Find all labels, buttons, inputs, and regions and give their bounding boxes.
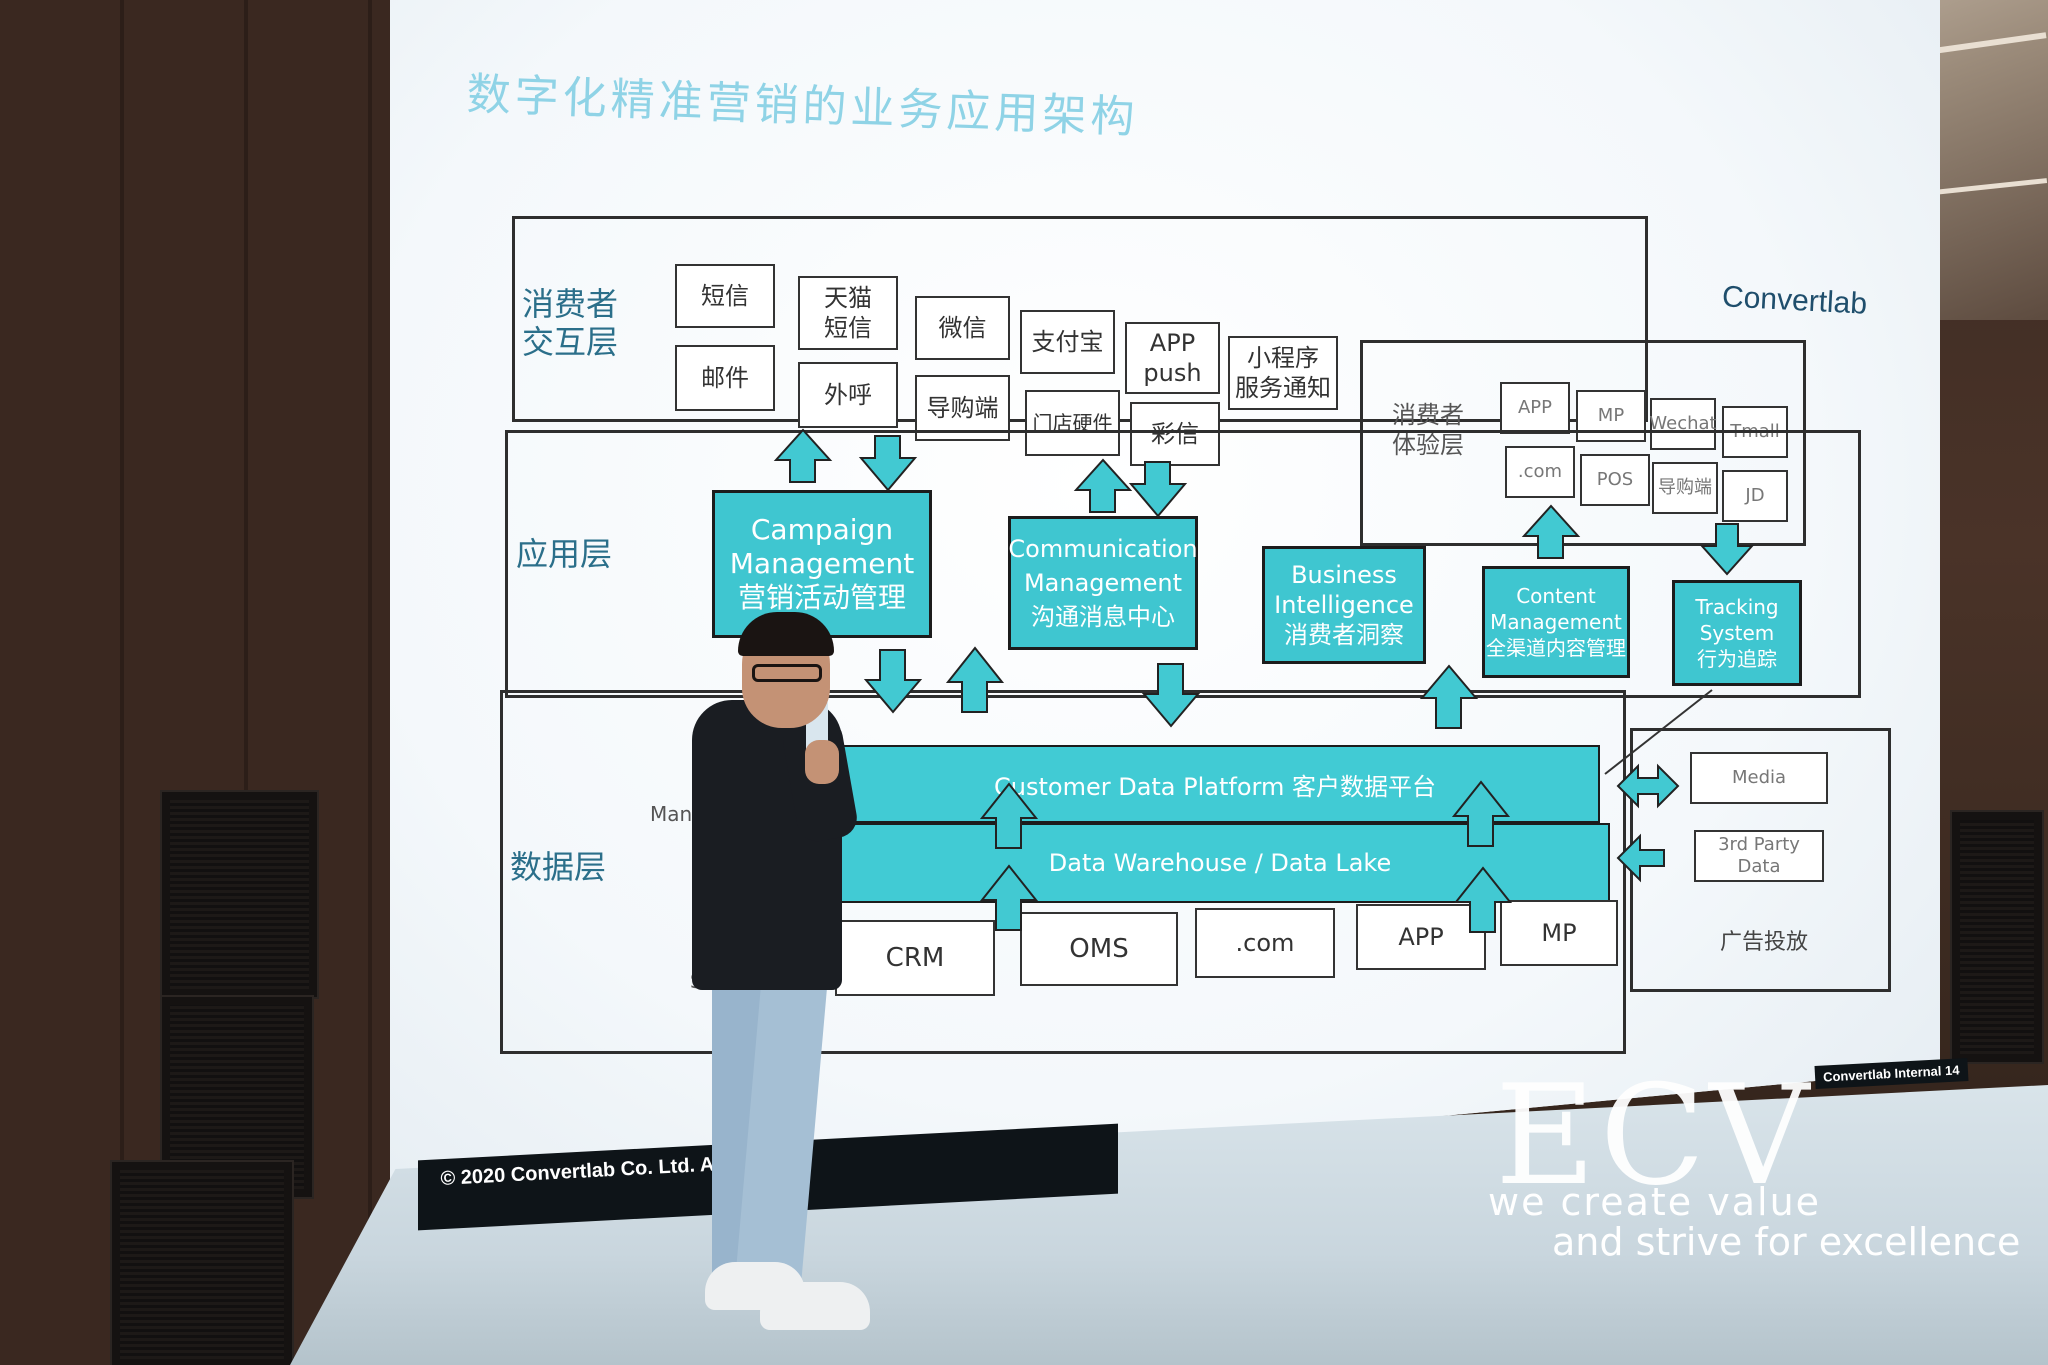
arrow-up-icon — [1453, 866, 1513, 933]
arrow-down-icon — [1141, 663, 1201, 728]
exp-app: APP — [1500, 382, 1570, 434]
presenter-glasses — [752, 664, 822, 682]
arrow-down-icon — [863, 649, 923, 714]
app-tracking-system: Tracking System 行为追踪 — [1672, 580, 1802, 686]
presenter-shoe-right — [760, 1282, 870, 1330]
arrow-up-icon — [945, 646, 1005, 713]
exp-jd: JD — [1722, 470, 1788, 522]
arrow-up-icon — [1521, 504, 1581, 559]
presenter-hand — [805, 740, 839, 784]
source-com: .com — [1195, 908, 1335, 978]
exp-com: .com — [1505, 446, 1575, 498]
ecv-watermark: ECV — [1495, 1055, 1813, 1216]
ad-placement-label: 广告投放 — [1720, 930, 1809, 955]
source-mp: MP — [1500, 900, 1618, 966]
layer-label-data: 数据层 — [510, 848, 607, 886]
layer-label-application: 应用层 — [516, 535, 613, 573]
data-left-partial-1: Man — [650, 802, 693, 826]
layer-label-experience: 消费者 体验层 — [1392, 401, 1464, 459]
watermark-tagline-2: and strive for excellence — [1552, 1220, 2021, 1264]
app-business-intelligence: Business Intelligence 消费者洞察 — [1262, 546, 1426, 664]
exp-wechat: Wechat — [1649, 398, 1717, 450]
arrow-up-icon — [1419, 664, 1479, 729]
speaker-left-top — [160, 790, 319, 999]
ad-media: Media — [1690, 752, 1828, 804]
speaker-right — [1950, 810, 2044, 1064]
experience-layer-frame — [1360, 340, 1806, 546]
channel-wechat: 微信 — [915, 296, 1010, 360]
exp-mp: MP — [1576, 390, 1646, 442]
arrow-up-icon — [979, 864, 1039, 931]
data-layer-frame — [500, 690, 1626, 1054]
channel-app-push: APP push — [1125, 322, 1220, 394]
exp-guide: 导购端 — [1652, 462, 1718, 514]
arrow-down-icon — [1699, 523, 1755, 576]
ad-third-party-data: 3rd Party Data — [1694, 830, 1824, 882]
arrow-up-icon — [773, 428, 833, 483]
app-content-management: Content Management 全渠道内容管理 — [1482, 566, 1630, 678]
watermark-tagline-1: we create value — [1488, 1180, 1822, 1224]
source-crm: CRM — [835, 920, 995, 996]
stage-monitor — [110, 1160, 294, 1365]
layer-label-interaction: 消费者 交互层 — [522, 285, 619, 361]
channel-outbound-call: 外呼 — [798, 362, 898, 428]
arrow-down-icon — [1128, 461, 1188, 518]
channel-tmall-sms: 天猫 短信 — [798, 276, 898, 350]
arrow-up-icon — [1451, 780, 1511, 847]
channel-mms: 彩信 — [1130, 402, 1220, 466]
channel-miniprogram: 小程序 服务通知 — [1228, 336, 1338, 410]
channel-email: 邮件 — [675, 345, 775, 411]
presenter-hair — [738, 612, 834, 656]
channel-alipay: 支付宝 — [1020, 310, 1115, 374]
source-oms: OMS — [1020, 912, 1178, 986]
arrow-up-icon — [1073, 458, 1133, 513]
arrow-left-icon — [1616, 833, 1665, 883]
arrow-down-icon — [858, 435, 918, 492]
app-communication-management: Communication Management 沟通消息中心 — [1008, 516, 1198, 650]
arrow-left-right-icon — [1616, 763, 1680, 809]
exp-pos: POS — [1580, 454, 1650, 506]
channel-sms: 短信 — [675, 264, 775, 328]
app-campaign-management: Campaign Management 营销活动管理 — [712, 490, 932, 638]
arrow-up-icon — [979, 782, 1039, 849]
source-app: APP — [1356, 904, 1486, 970]
